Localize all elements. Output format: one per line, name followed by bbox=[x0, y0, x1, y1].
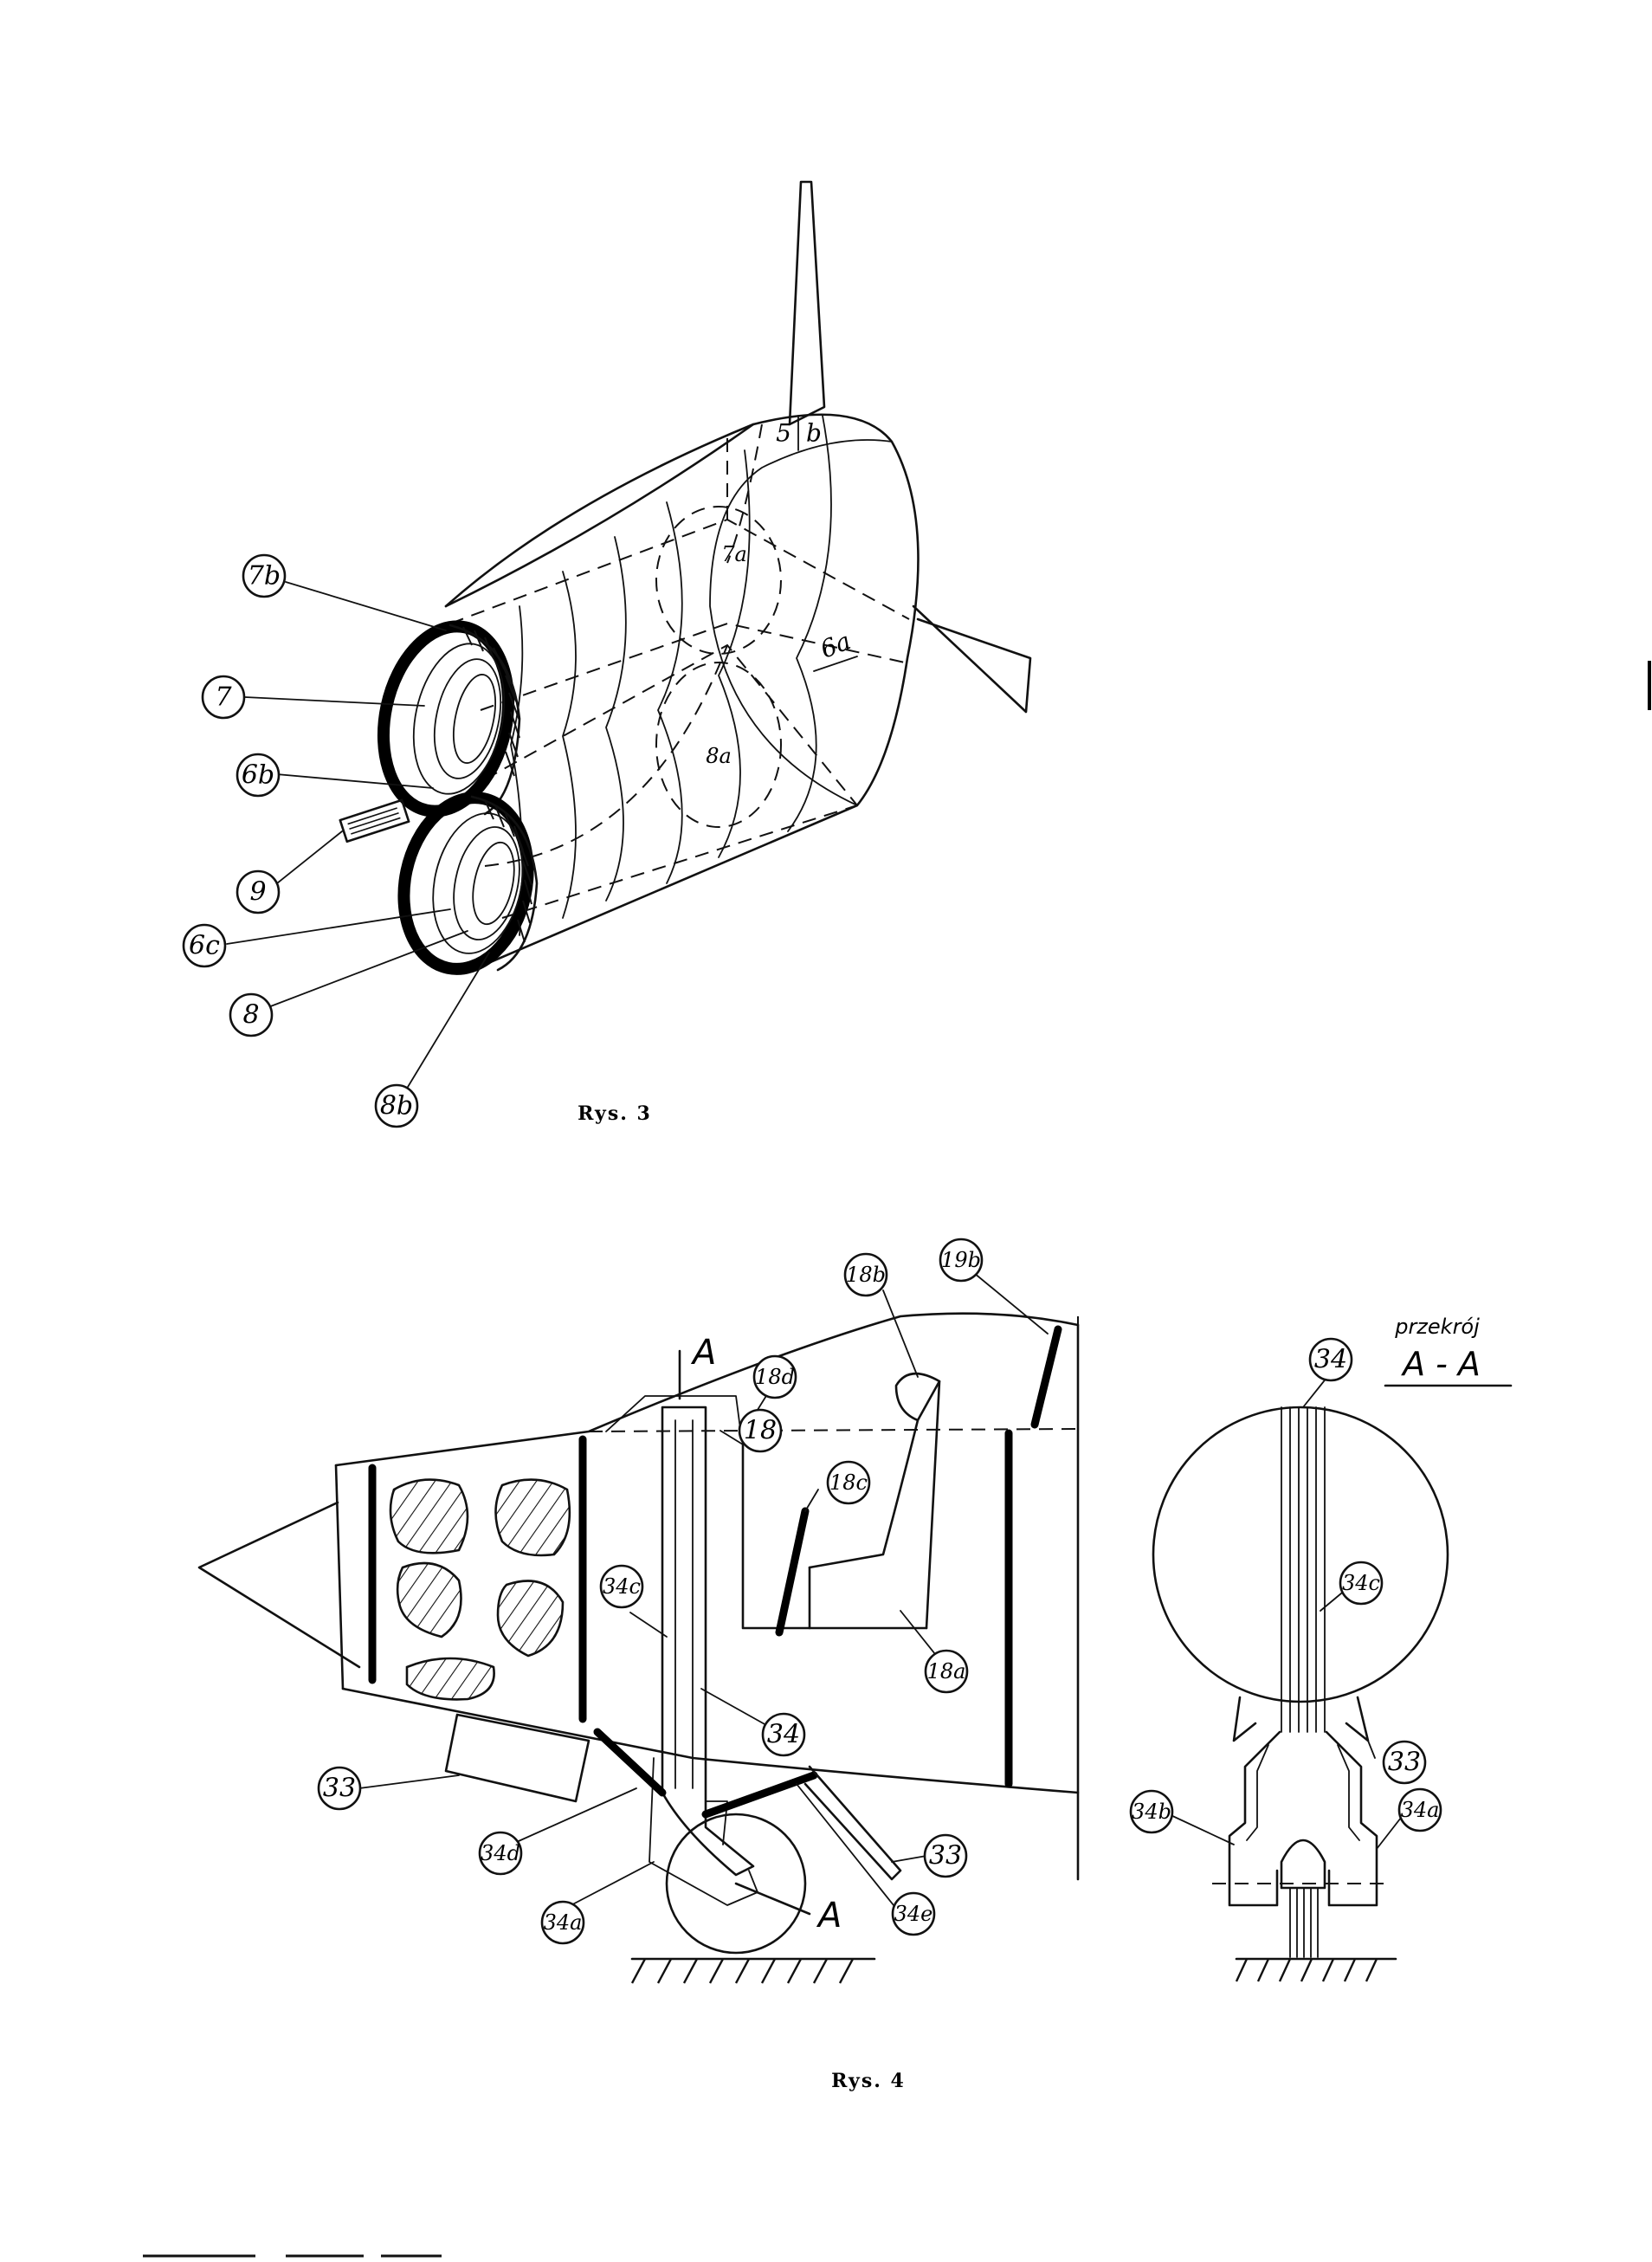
callout-34a: 34a bbox=[540, 1900, 585, 1945]
callout-7: 7 bbox=[201, 675, 246, 720]
rim-hatching-lower bbox=[484, 799, 532, 943]
svg-text:34: 34 bbox=[1314, 1345, 1347, 1375]
callout-section-34: 34 bbox=[1308, 1337, 1353, 1382]
rim-hatching-upper bbox=[462, 626, 520, 777]
svg-text:33: 33 bbox=[1388, 1748, 1421, 1778]
seat-back bbox=[741, 1436, 928, 1630]
svg-text:18: 18 bbox=[744, 1416, 777, 1446]
callout-9: 9 bbox=[236, 869, 281, 914]
svg-text:33: 33 bbox=[929, 1841, 962, 1871]
svg-text:8: 8 bbox=[242, 1000, 259, 1031]
svg-text:8b: 8b bbox=[380, 1091, 413, 1121]
callout-18d: 18d bbox=[752, 1354, 797, 1399]
callout-8: 8 bbox=[229, 992, 274, 1037]
svg-text:19b: 19b bbox=[941, 1248, 981, 1272]
figure-3: 7b 7 6b 9 6c 8 8b 5 b 7a 6a 8a Rys. 3 bbox=[182, 180, 1032, 1128]
svg-text:34a: 34a bbox=[1401, 1798, 1440, 1822]
figure-3-caption: Rys. 3 bbox=[578, 1102, 652, 1125]
callout-7b: 7b bbox=[242, 553, 287, 598]
part-33-box bbox=[444, 1713, 590, 1803]
svg-text:34d: 34d bbox=[481, 1841, 520, 1865]
figure-4: A A 18b 19b 18d 18 18c 34c 34 18a 33 33 bbox=[197, 1238, 1513, 2092]
label-8a: 8a bbox=[706, 744, 732, 768]
tail-fin-right bbox=[912, 604, 1032, 714]
svg-text:18a: 18a bbox=[927, 1659, 966, 1684]
svg-text:18b: 18b bbox=[846, 1263, 886, 1287]
section-label: przekrój bbox=[1394, 1315, 1480, 1339]
callout-6c: 6c bbox=[182, 923, 227, 968]
svg-text:9: 9 bbox=[249, 877, 266, 908]
figure-4-caption: Rys. 4 bbox=[831, 2070, 906, 2092]
part-9-plate bbox=[339, 798, 410, 843]
callout-section-34c: 34c bbox=[1339, 1561, 1384, 1606]
svg-text:7: 7 bbox=[215, 682, 232, 713]
callout-34c: 34c bbox=[599, 1564, 644, 1609]
label-5: 5 bbox=[776, 419, 791, 448]
callout-18: 18 bbox=[738, 1408, 783, 1453]
section-marker-bottom: A bbox=[816, 1896, 842, 1936]
svg-text:6b: 6b bbox=[242, 760, 274, 791]
tail-fin-top bbox=[788, 180, 826, 426]
callout-33-right: 33 bbox=[923, 1833, 968, 1878]
fuselage-rear-outline bbox=[444, 413, 920, 970]
callout-8b: 8b bbox=[374, 1083, 419, 1128]
callout-34d: 34d bbox=[478, 1831, 523, 1876]
fuselage-section-circle bbox=[1152, 1406, 1449, 1703]
svg-text:33: 33 bbox=[323, 1774, 356, 1804]
svg-text:18d: 18d bbox=[755, 1365, 795, 1389]
callout-33-left: 33 bbox=[317, 1766, 362, 1811]
callout-18b: 18b bbox=[843, 1252, 888, 1297]
svg-text:34: 34 bbox=[767, 1720, 800, 1750]
label-7a: 7a bbox=[721, 542, 747, 566]
svg-text:6c: 6c bbox=[189, 931, 220, 961]
callout-section-34a: 34a bbox=[1397, 1787, 1442, 1832]
svg-text:34b: 34b bbox=[1132, 1800, 1171, 1824]
landing-gear-leg bbox=[661, 1406, 755, 1877]
section-view-a-a: przekrój A - A bbox=[1129, 1315, 1513, 1982]
svg-text:34e: 34e bbox=[894, 1902, 933, 1926]
svg-text:7b: 7b bbox=[248, 561, 281, 591]
callout-18c: 18c bbox=[826, 1460, 871, 1505]
svg-text:18c: 18c bbox=[829, 1470, 868, 1495]
svg-text:34a: 34a bbox=[544, 1910, 583, 1935]
label-6a: 6a bbox=[816, 626, 855, 664]
section-marker-top: A bbox=[690, 1333, 716, 1373]
callout-34: 34 bbox=[761, 1712, 806, 1757]
section-name: A - A bbox=[1400, 1345, 1481, 1383]
svg-text:34c: 34c bbox=[603, 1574, 641, 1599]
nose-cone bbox=[197, 1501, 361, 1669]
callout-18a: 18a bbox=[924, 1649, 969, 1694]
wheel bbox=[665, 1813, 807, 1955]
callout-19b: 19b bbox=[939, 1238, 984, 1283]
svg-text:34c: 34c bbox=[1342, 1571, 1380, 1595]
callout-34e: 34e bbox=[891, 1891, 936, 1936]
label-b: b bbox=[806, 419, 822, 448]
callout-6b: 6b bbox=[236, 753, 281, 798]
callout-section-34b: 34b bbox=[1129, 1789, 1174, 1834]
callout-section-33: 33 bbox=[1382, 1740, 1427, 1785]
